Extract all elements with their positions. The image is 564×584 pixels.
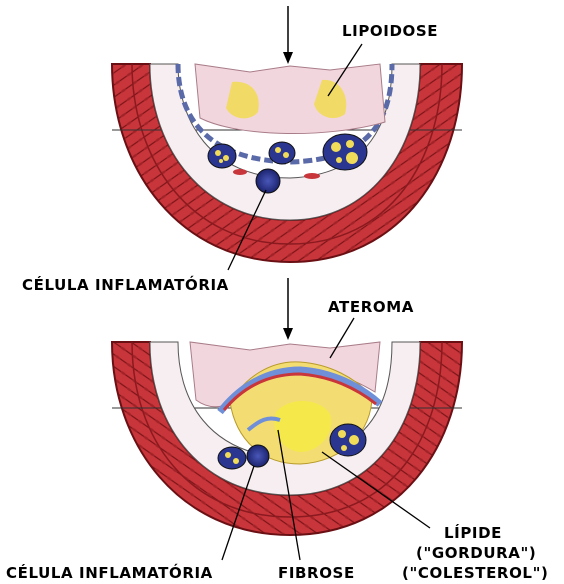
label-lipide-1: LÍPIDE (444, 523, 502, 542)
label-celula-inflamatoria-bottom: CÉLULA INFLAMATÓRIA (6, 563, 213, 582)
top-lumen (195, 64, 385, 134)
label-lipide-3: ("COLESTEROL") (402, 564, 548, 582)
label-fibrose: FIBROSE (278, 564, 355, 582)
arrows (283, 6, 293, 340)
label-lipide-2: ("GORDURA") (416, 544, 536, 562)
top-artery (112, 64, 462, 262)
bottom-artery (112, 342, 462, 535)
top-inflammatory-cell (256, 169, 280, 193)
label-lipoidose: LIPOIDOSE (342, 22, 438, 40)
label-celula-inflamatoria-top: CÉLULA INFLAMATÓRIA (22, 275, 229, 294)
label-ateroma: ATEROMA (328, 298, 414, 316)
bottom-inflammatory-cell (247, 445, 269, 467)
